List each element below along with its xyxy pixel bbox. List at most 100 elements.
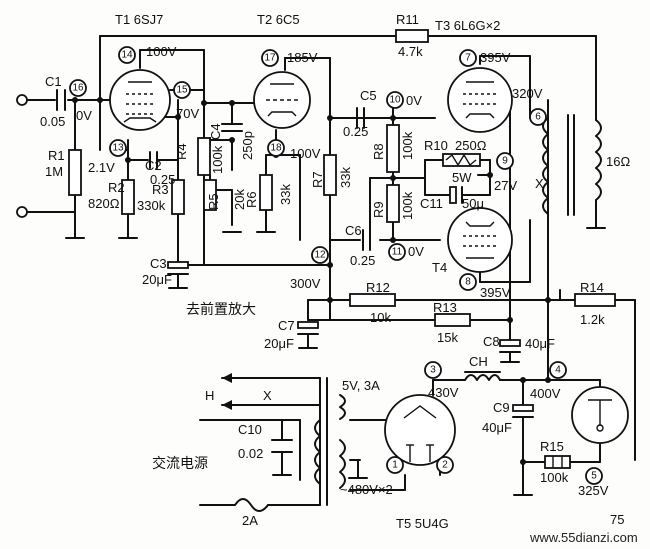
- node-12-label: 12: [314, 250, 326, 261]
- node-10: [386, 91, 404, 109]
- resistor-r7: [323, 154, 337, 196]
- tube-v5: [571, 386, 629, 444]
- ground-symbols: [65, 199, 606, 496]
- c6-name: C6: [345, 223, 362, 238]
- c11-name: C11: [420, 196, 443, 211]
- r11-name: R11: [396, 12, 419, 27]
- capacitor-c5: [356, 107, 365, 129]
- node-9: [496, 152, 514, 170]
- node-18-label: 18: [270, 143, 282, 154]
- node-15: [173, 81, 191, 99]
- capacitor-c11: [449, 186, 463, 204]
- node-3-label: 3: [430, 365, 436, 376]
- resistor-r14: [574, 293, 616, 307]
- r15-name: R15: [540, 439, 564, 454]
- node-10-label: 10: [389, 95, 401, 106]
- pre-amp-label: 去前置放大: [186, 301, 256, 318]
- r12-name: R12: [366, 280, 390, 295]
- node-3: [424, 361, 442, 379]
- junction-dots: [72, 97, 551, 465]
- capacitor-c10: [271, 439, 293, 453]
- v320-label: 320V: [512, 86, 543, 101]
- r3-value: 330k: [137, 198, 166, 213]
- resistor-r2: [121, 179, 135, 215]
- resistor-r12: [349, 293, 396, 307]
- node-1-label: 1: [392, 460, 398, 471]
- node-8-label: 8: [465, 277, 471, 288]
- r8-name: R8: [371, 143, 386, 160]
- r8-value: 100k: [400, 131, 415, 160]
- c3-value: 20μF: [142, 272, 172, 287]
- r5-name: R5: [206, 193, 221, 210]
- c1-name: C1: [45, 74, 62, 89]
- node-4-label: 4: [555, 365, 561, 376]
- node-6: [529, 108, 547, 126]
- r5-value: 20k: [232, 189, 247, 210]
- node-1: [386, 456, 404, 474]
- resistor-r5: [203, 179, 217, 211]
- node-6-label: 6: [535, 112, 541, 123]
- tube-t3: [447, 67, 513, 133]
- c10-value: 0.02: [238, 446, 263, 461]
- node-5-label: 5: [591, 471, 597, 482]
- resistor-r9: [386, 184, 400, 223]
- c11-value: 50μ: [462, 196, 484, 211]
- capacitor-c8: [499, 339, 521, 363]
- c9-value: 40μF: [482, 420, 512, 435]
- r9-name: R9: [371, 201, 386, 218]
- r9-value: 100k: [400, 191, 415, 220]
- c4-value: 250p: [240, 131, 255, 160]
- c5-value: 0.25: [343, 124, 368, 139]
- r6-value: 33k: [278, 184, 293, 205]
- tube-t2-label: T2 6C5: [257, 12, 300, 27]
- node-18: [267, 139, 285, 157]
- r12-value: 10k: [370, 310, 391, 325]
- tube-t4-label: T4: [432, 260, 447, 275]
- v10-label: 0V: [406, 93, 422, 108]
- node-9-label: 9: [502, 156, 508, 167]
- heater-h-label: H: [205, 388, 214, 403]
- c3-name: C3: [150, 256, 167, 271]
- v7-label: 395V: [480, 50, 511, 65]
- v17-label: 185V: [287, 50, 318, 65]
- node-17: [261, 49, 279, 67]
- heater-x-label: X: [263, 388, 272, 403]
- r4-name: R4: [174, 143, 189, 160]
- transformer-x-label: X: [535, 176, 544, 191]
- v9-label: 27V: [494, 178, 517, 193]
- fuse: [234, 498, 269, 512]
- tube-t5-label: T5 5U4G: [396, 516, 449, 531]
- r10-name: R10: [424, 138, 448, 153]
- tube-t5: [384, 394, 456, 466]
- resistor-r11: [395, 29, 429, 43]
- r2-value: 820Ω: [88, 196, 120, 211]
- r14-name: R14: [580, 280, 604, 295]
- node-13: [109, 139, 127, 157]
- c7-value: 20μF: [264, 336, 294, 351]
- r13-value: 15k: [437, 330, 458, 345]
- resistor-r6: [259, 174, 273, 211]
- resistor-r15: [544, 455, 571, 469]
- tube-t1: [109, 69, 171, 131]
- fuse-label: 2A: [242, 513, 258, 528]
- speaker-label: 16Ω: [606, 154, 630, 169]
- tube-t3-label: T3 6L6G×2: [435, 18, 500, 33]
- v5-label: 325V: [578, 483, 609, 498]
- c4-name: C4: [208, 123, 223, 140]
- node-7: [459, 49, 477, 67]
- r14-value: 1.2k: [580, 312, 605, 327]
- node-7-label: 7: [465, 53, 471, 64]
- node-17-label: 17: [264, 53, 276, 64]
- v15-label: 70V: [176, 106, 199, 121]
- resistor-r10: [442, 153, 481, 167]
- capacitor-c4: [221, 123, 243, 132]
- r10-value: 250Ω: [455, 138, 487, 153]
- c1-value: 0.05: [40, 114, 65, 129]
- capacitor-c2: [149, 151, 158, 169]
- r2-name: R2: [108, 180, 125, 195]
- labels: T1 6SJ7 T2 6C5 T3 6L6G×2 T4 T5 5U4G R11 …: [40, 12, 638, 545]
- node-11-label: 11: [392, 247, 403, 258]
- power-transformer: [314, 377, 346, 506]
- c8-value: 40μF: [525, 336, 555, 351]
